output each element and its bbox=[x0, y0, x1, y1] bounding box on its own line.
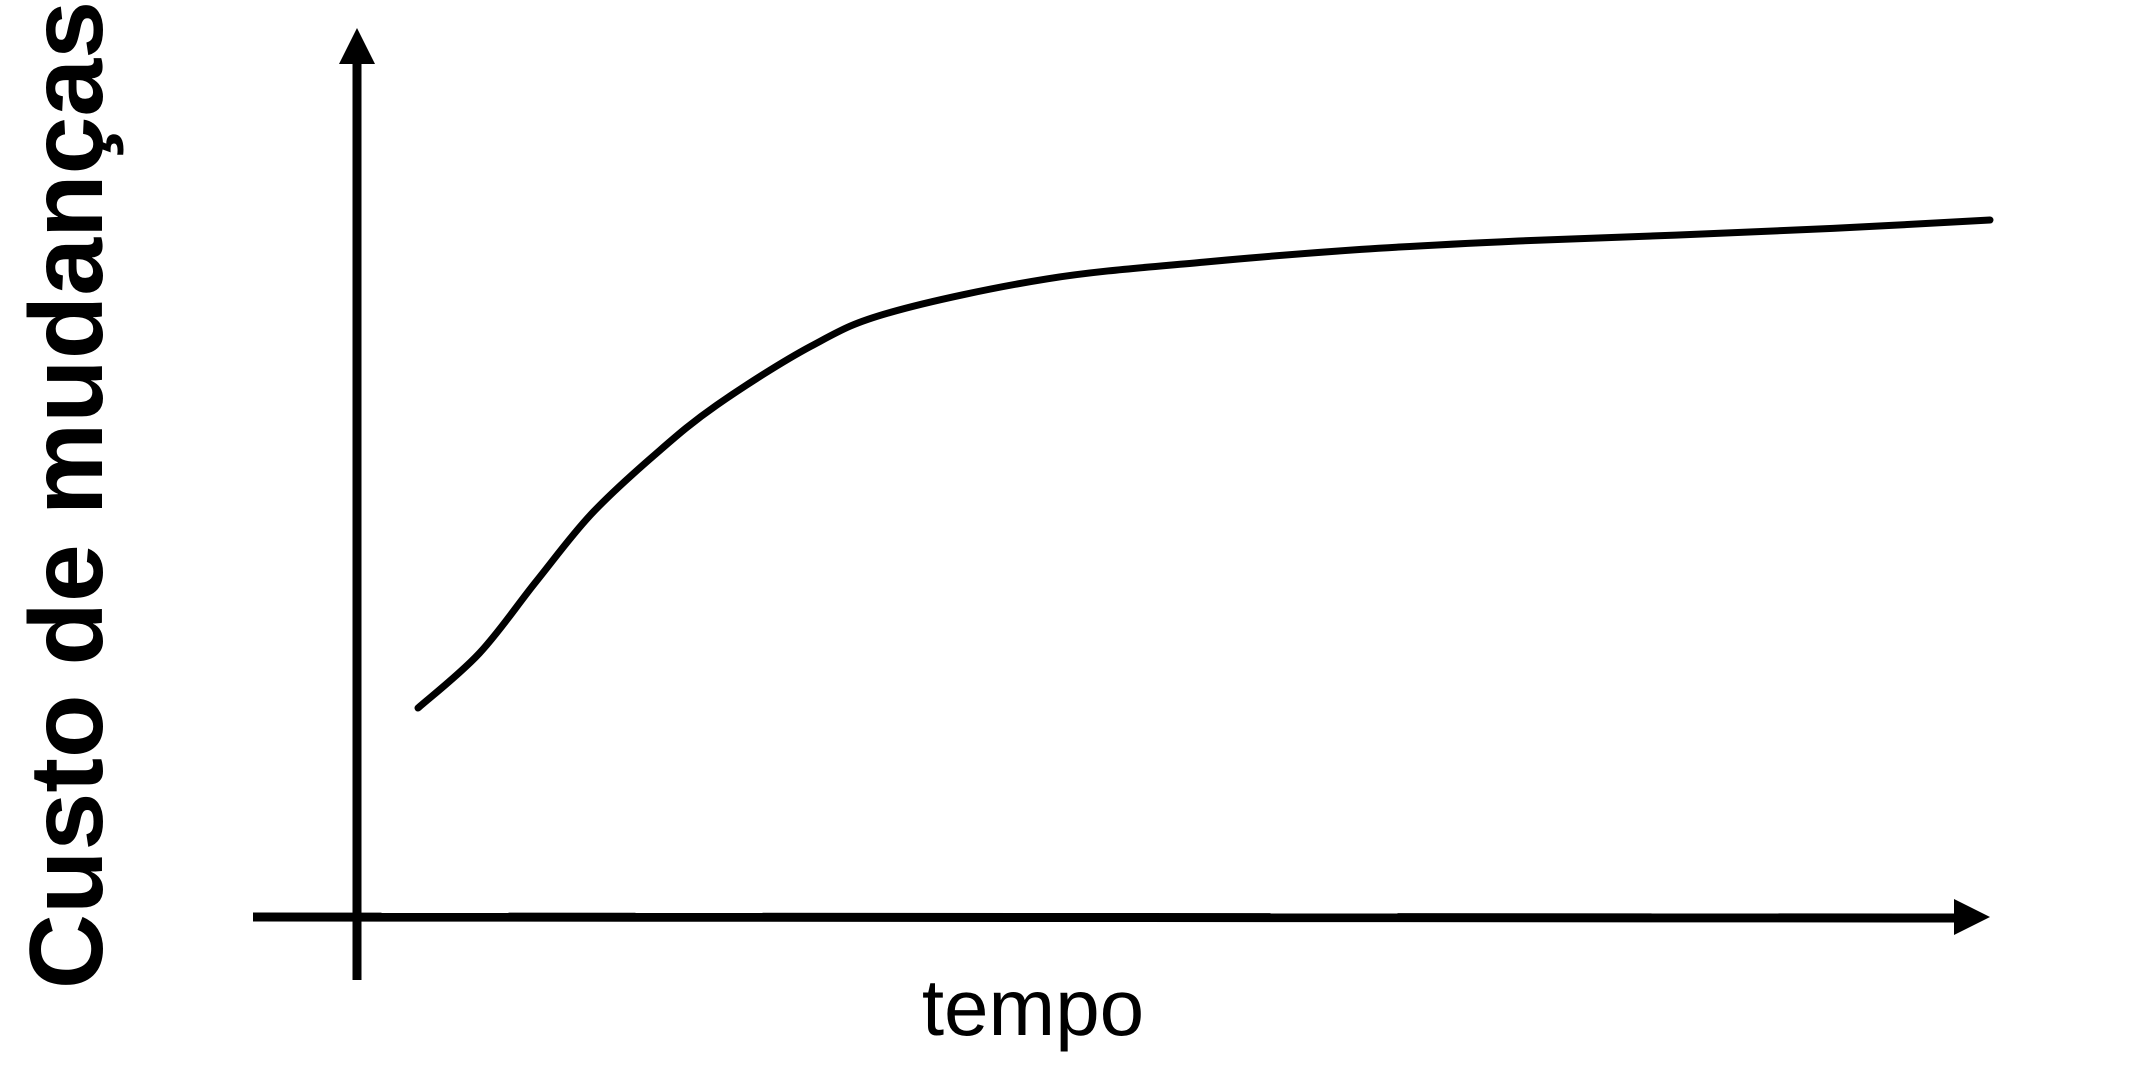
series-line bbox=[414, 216, 1994, 712]
x-axis-arrow bbox=[1954, 899, 1990, 935]
x-axis-line bbox=[252, 912, 1961, 923]
x-axis bbox=[252, 899, 1990, 935]
y-axis bbox=[339, 28, 375, 980]
y-axis-arrow bbox=[339, 28, 375, 64]
y-axis-label: Custo de mudanças bbox=[9, 1, 125, 989]
x-axis-label: tempo bbox=[922, 963, 1144, 1052]
